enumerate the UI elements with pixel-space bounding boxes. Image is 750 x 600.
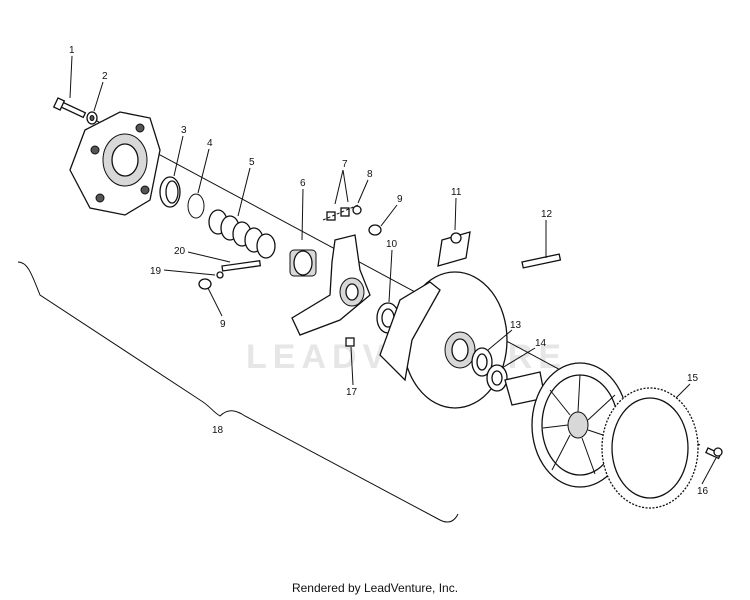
part-snap-ring xyxy=(187,193,205,219)
part-ring-gear xyxy=(601,387,699,509)
leader-lines xyxy=(69,55,717,485)
callout-16: 16 xyxy=(697,486,709,497)
callout-17: 17 xyxy=(346,387,358,398)
callout-5: 5 xyxy=(249,157,255,168)
part-long-pin xyxy=(521,253,562,269)
part-sheave xyxy=(379,271,508,409)
part-cover-plate xyxy=(69,111,161,216)
callout-19: 19 xyxy=(150,266,162,277)
callout-15: 15 xyxy=(687,373,699,384)
callout-labels: 1 2 3 4 5 6 7 8 9 10 11 12 13 14 15 16 1… xyxy=(69,45,709,497)
callout-2: 2 xyxy=(102,71,108,82)
callout-18: 18 xyxy=(212,425,224,436)
callout-9-upper: 9 xyxy=(397,194,403,205)
part-spider-arm xyxy=(291,234,371,336)
part-bushing xyxy=(289,249,317,277)
callout-8: 8 xyxy=(367,169,373,180)
part-ring-14 xyxy=(486,364,508,392)
callout-11: 11 xyxy=(451,187,462,198)
callout-12: 12 xyxy=(541,209,553,220)
part-small-pin xyxy=(216,271,224,279)
callout-4: 4 xyxy=(207,138,213,149)
part-bracket xyxy=(437,231,471,267)
callout-10: 10 xyxy=(386,239,398,250)
callout-6: 6 xyxy=(300,178,306,189)
callout-3: 3 xyxy=(181,125,187,136)
callout-14: 14 xyxy=(535,338,547,349)
part-nuts xyxy=(322,204,362,221)
part-cap-upper xyxy=(368,224,382,236)
part-bolt xyxy=(52,97,87,119)
callout-1: 1 xyxy=(69,45,75,56)
callout-9-lower: 9 xyxy=(220,319,226,330)
assembly-brace xyxy=(17,261,459,523)
part-washer xyxy=(86,111,98,125)
part-spring xyxy=(208,209,276,259)
part-ring-13 xyxy=(471,347,493,377)
part-small-nut xyxy=(345,337,355,347)
part-cap-lower xyxy=(198,278,212,290)
callout-13: 13 xyxy=(510,320,522,331)
part-screw xyxy=(705,447,723,460)
callout-20: 20 xyxy=(174,246,186,257)
footer-credit: Rendered by LeadVenture, Inc. xyxy=(291,581,459,595)
part-pin xyxy=(221,259,262,272)
callout-7: 7 xyxy=(342,159,348,170)
part-ring xyxy=(159,176,181,208)
